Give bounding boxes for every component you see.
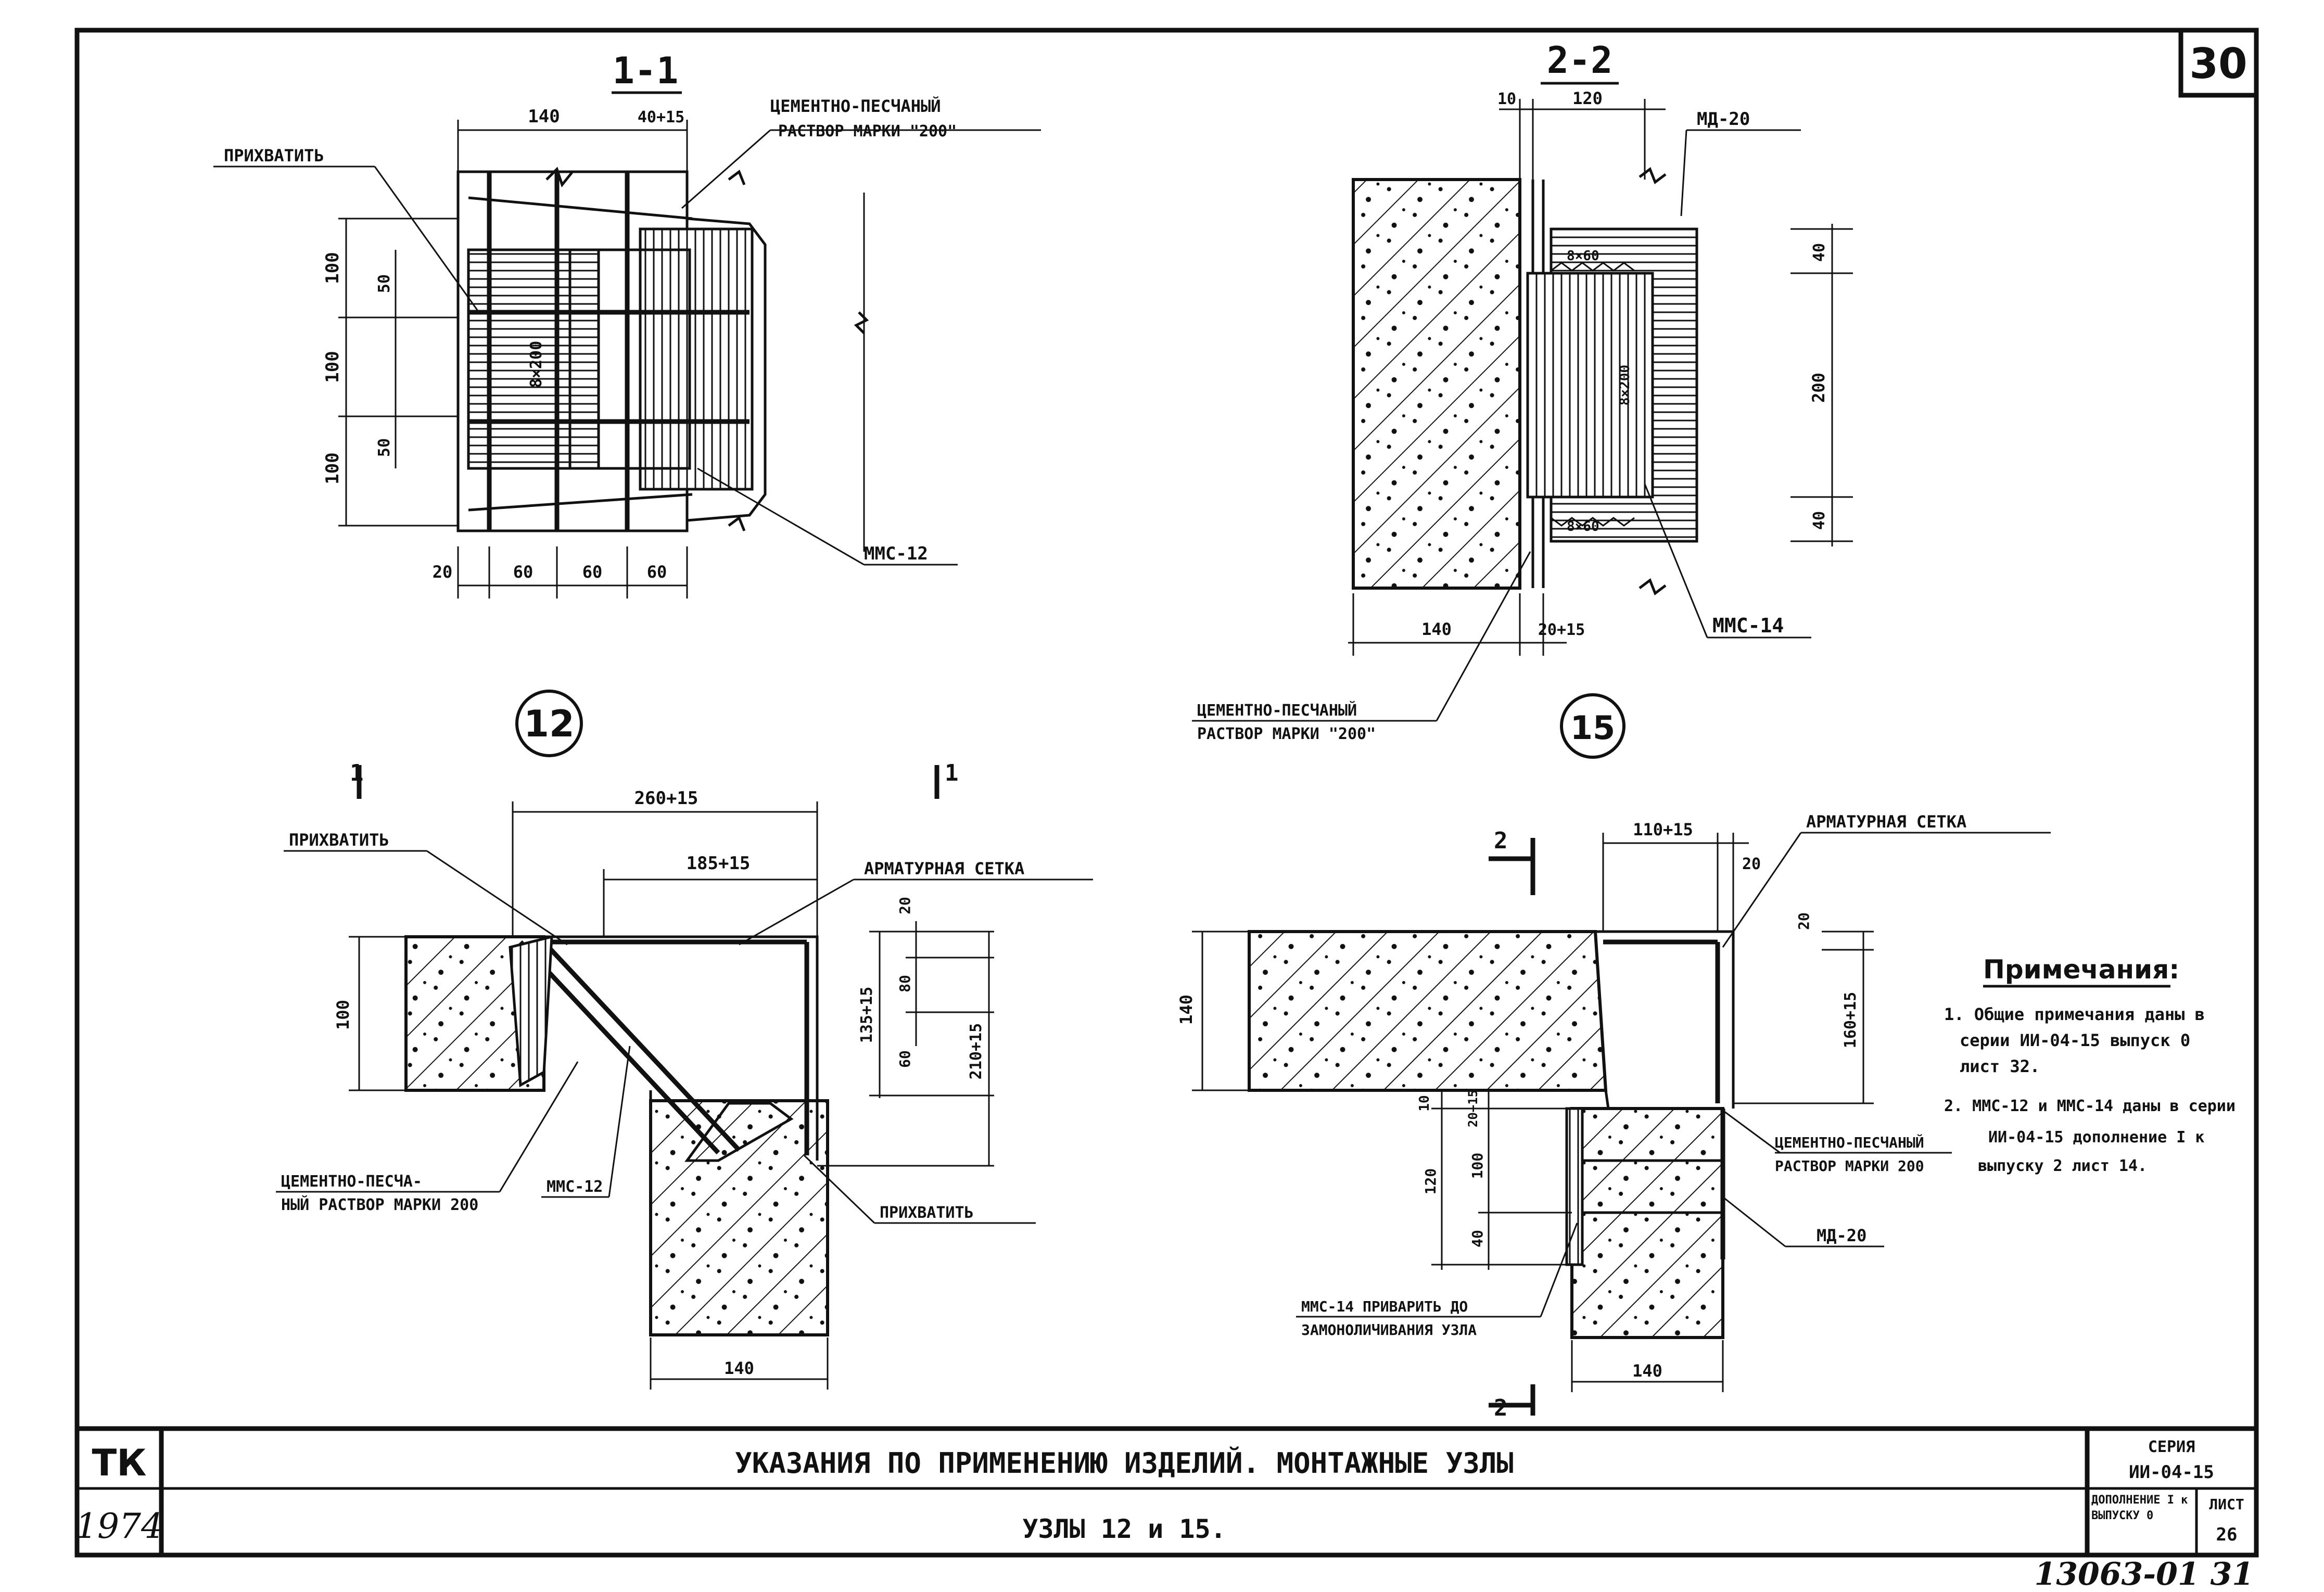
node-15-label-cement2: РАСТВОР МАРКИ 200	[1775, 1157, 1924, 1175]
node-12-dim-top: 260+15	[634, 788, 699, 809]
s11-dim-top-a: 140	[528, 106, 560, 127]
node-15-dim-top2: 20	[1742, 855, 1761, 873]
title-org: ТК	[92, 1442, 147, 1484]
s11-dim-h2: 60	[513, 562, 534, 582]
s22-dim-b2: 20+15	[1538, 621, 1585, 639]
title-sub: УЗЛЫ 12 и 15.	[1022, 1514, 1226, 1544]
node-12-label-cement: ЦЕМЕНТНО-ПЕСЧА-	[281, 1173, 422, 1191]
s11-inner-label: 8×200	[527, 341, 545, 388]
s11-dim-v5: 50	[375, 438, 393, 457]
node-15: 15 2 2 110+15 20 140 20 160+15	[1176, 693, 2051, 1421]
node-15-cut-bot: 2	[1494, 1395, 1508, 1421]
s22-dim-top-b: 120	[1572, 88, 1603, 108]
node-15-cut-top: 2	[1494, 827, 1508, 854]
s11-dim-v2: 100	[322, 351, 343, 383]
node-15-label-mesh: АРМАТУРНАЯ СЕТКА	[1806, 812, 1966, 832]
s11-dim-v3: 100	[322, 452, 343, 484]
node-15-dim-r2: 160+15	[1842, 992, 1860, 1048]
note-2b: ИИ-04-15 дополнение I к	[1988, 1128, 2204, 1147]
title-addition-label: ДОПОЛНЕНИЕ I к ВЫПУСКУ 0	[2091, 1494, 2188, 1522]
sheet-frame	[74, 28, 2259, 1558]
s11-dim-h4: 60	[647, 562, 667, 582]
s11-label-cement2: РАСТВОР МАРКИ "200"	[778, 122, 957, 141]
node-12: 12 1 1 260+15 185+15 100	[276, 690, 1093, 1390]
node-12-cut-right: 1	[945, 760, 959, 786]
title-series-label: СЕРИЯ	[2148, 1438, 2195, 1456]
node-12-dim-r2: 20	[896, 897, 913, 914]
s22-label-mesh: ММС-14	[1712, 614, 1784, 637]
note-2c: выпуску 2 лист 14.	[1978, 1157, 2147, 1175]
s22-dim-v1: 40	[1810, 243, 1828, 262]
s11-dim-v1: 100	[322, 252, 343, 284]
notes: Примечания: 1. Общие примечания даны в с…	[1944, 954, 2236, 1175]
title-block: ТК 1974 УКАЗАНИЯ ПО ПРИМЕНЕНИЮ ИЗДЕЛИЙ. …	[75, 1426, 2256, 1555]
s22-dim-top-a: 10	[1497, 90, 1516, 108]
s22-inner-a: 8×60	[1567, 248, 1599, 264]
sheet-number-box	[2178, 28, 2259, 98]
node-12-dim-bottom: 140	[724, 1358, 754, 1378]
section-1-1: 1-1 140 40+15 100 100	[213, 49, 1041, 598]
s22-label-cement2: РАСТВОР МАРКИ "200"	[1197, 725, 1376, 743]
title-main: УКАЗАНИЯ ПО ПРИМЕНЕНИЮ ИЗДЕЛИЙ. МОНТАЖНЫ…	[735, 1447, 1514, 1480]
node-12-label-mmc: ММС-12	[547, 1178, 603, 1196]
s22-dim-v3: 40	[1810, 511, 1828, 530]
node-15-label-md: МД-20	[1817, 1226, 1866, 1245]
node-12-number: 12	[524, 703, 574, 745]
node-12-dim-r1: 135+15	[858, 987, 876, 1043]
node-15-marker	[1560, 693, 1625, 759]
sheet-number: 30	[2189, 40, 2247, 88]
node-15-dim-mid-e: 20+15	[1466, 1090, 1480, 1127]
s11-dim-h1: 20	[433, 562, 453, 582]
s11-dim-top-b: 40+15	[638, 108, 684, 126]
node-12-dim-r5: 210+15	[967, 1023, 985, 1079]
node-12-label-cement2: НЫЙ РАСТВОР МАРКИ 200	[281, 1195, 478, 1214]
node-15-dim-mid-c: 40	[1469, 1230, 1486, 1247]
s22-dim-v2: 200	[1809, 373, 1828, 403]
note-1c: лист 32.	[1960, 1056, 2040, 1076]
node-15-dim-mid-b: 100	[1469, 1153, 1486, 1179]
node-12-label-weld-top: ПРИХВАТИТЬ	[289, 830, 389, 850]
s22-label-cement: ЦЕМЕНТНО-ПЕСЧАНЫЙ	[1197, 701, 1357, 720]
section-1-1-title: 1-1	[613, 49, 678, 92]
node-12-dim-r3: 80	[896, 975, 913, 992]
node-15-dim-r1: 20	[1795, 912, 1812, 930]
s11-dim-v4: 50	[375, 274, 393, 293]
note-2a: 2. ММС-12 и ММС-14 даны в серии	[1944, 1097, 2236, 1115]
s22-inner-c: 8×200	[1617, 365, 1633, 405]
node-15-label-mmc: ММС-14 ПРИВАРИТЬ ДО	[1301, 1298, 1468, 1315]
s11-label-cement: ЦЕМЕНТНО-ПЕСЧАНЫЙ	[770, 96, 941, 116]
node-15-dim-mid-d: 120	[1422, 1168, 1439, 1195]
note-1b: серии ИИ-04-15 выпуск 0	[1960, 1030, 2190, 1050]
node-15-label-cement: ЦЕМЕНТНО-ПЕСЧАНЫЙ	[1775, 1133, 1924, 1151]
s22-inner-b: 8×60	[1567, 519, 1599, 534]
title-series-value: ИИ-04-15	[2129, 1462, 2214, 1483]
notes-heading: Примечания:	[1983, 954, 2179, 985]
node-15-dim-bottom: 140	[1632, 1361, 1662, 1381]
s22-dim-b1: 140	[1421, 619, 1452, 639]
title-year: 1974	[75, 1506, 163, 1546]
node-12-label-mesh: АРМАТУРНАЯ СЕТКА	[864, 859, 1024, 878]
node-12-dim-r4: 60	[896, 1050, 913, 1068]
node-15-dim-mid-a: 10	[1417, 1095, 1432, 1111]
node-15-number: 15	[1570, 709, 1615, 747]
node-15-dim-left: 140	[1176, 995, 1196, 1025]
title-sheet-label: ЛИСТ	[2209, 1496, 2244, 1513]
s11-label-weld: ПРИХВАТИТЬ	[224, 146, 324, 165]
note-1a: 1. Общие примечания даны в	[1944, 1004, 2205, 1024]
s22-label-md: МД-20	[1697, 109, 1750, 130]
node-12-label-weld-bot: ПРИХВАТИТЬ	[880, 1204, 974, 1222]
node-12-marker	[515, 690, 583, 757]
section-2-2-title: 2-2	[1547, 39, 1612, 82]
s11-label-mesh: ММС-12	[864, 543, 928, 564]
node-15-dim-top: 110+15	[1633, 820, 1693, 839]
title-sheet-value: 26	[2216, 1524, 2238, 1545]
node-15-label-mmc2: ЗАМОНОЛИЧИВАНИЯ УЗЛА	[1301, 1321, 1477, 1339]
s11-dim-h3: 60	[582, 562, 603, 582]
archive-stamp: 13063-01 31	[2034, 1556, 2254, 1592]
node-12-dim-left: 100	[333, 1000, 353, 1030]
node-12-dim-top2: 185+15	[687, 853, 751, 874]
node-12-cut-left: 1	[350, 760, 364, 786]
section-2-2: 2-2 8×60 8×60 8×200 10 120 40 200 40	[1192, 39, 1853, 743]
